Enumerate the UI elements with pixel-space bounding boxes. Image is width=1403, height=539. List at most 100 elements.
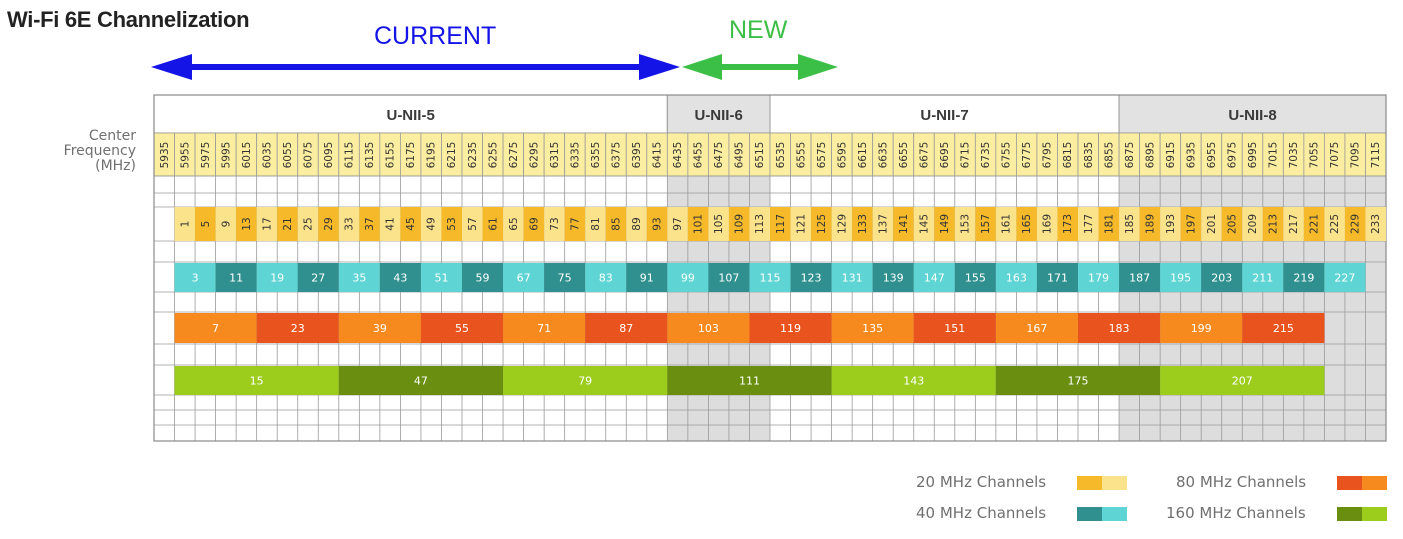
channel-20mhz-label: 209 <box>1247 214 1259 234</box>
current-arrow-head-left <box>151 54 192 80</box>
channel-20mhz-label: 33 <box>344 217 356 230</box>
frequency-label: 6795 <box>1042 142 1054 169</box>
frequency-label: 6135 <box>364 142 376 169</box>
channel-20mhz-block <box>277 207 298 241</box>
channel-40mhz-label: 115 <box>760 272 781 285</box>
channel-20mhz-block <box>852 207 873 241</box>
channel-20mhz-block <box>523 207 545 241</box>
legend-swatch-20mhz <box>1102 476 1127 490</box>
channel-20mhz-block <box>585 207 606 241</box>
channel-40mhz-block <box>1242 263 1284 292</box>
frequency-label: 6335 <box>569 142 581 169</box>
frequency-label: 6355 <box>590 142 602 169</box>
frequency-label: 6895 <box>1144 142 1156 169</box>
channel-80mhz-label: 39 <box>373 322 387 335</box>
channel-40mhz-block <box>1078 263 1120 292</box>
channel-20mhz-block <box>626 207 647 241</box>
channel-160mhz-label: 175 <box>1068 375 1089 388</box>
channel-40mhz-block <box>831 263 873 292</box>
channel-80mhz-block <box>995 313 1078 343</box>
frequency-label: 6075 <box>303 142 315 169</box>
legend-swatch-160mhz <box>1362 507 1387 521</box>
legend-item-20mhz: 20 MHz Channels <box>916 473 1047 491</box>
channel-40mhz-block <box>338 263 380 292</box>
channel-80mhz-label: 135 <box>862 322 883 335</box>
frequency-label: 6195 <box>426 142 438 169</box>
channel-40mhz-label: 187 <box>1129 272 1150 285</box>
channel-40mhz-block <box>1324 263 1366 292</box>
channel-20mhz-label: 133 <box>857 214 869 234</box>
frequency-label: 6115 <box>344 142 356 169</box>
channel-40mhz-label: 3 <box>192 272 199 285</box>
channel-20mhz-block <box>954 207 976 241</box>
channel-20mhz-label: 41 <box>385 217 397 230</box>
frequency-label: 6995 <box>1247 142 1259 169</box>
channel-20mhz-label: 97 <box>672 217 684 230</box>
center-frequency-label: Center Frequency (MHz) <box>40 129 136 174</box>
channel-20mhz-label: 29 <box>323 217 335 230</box>
channel-160mhz-block <box>667 366 832 395</box>
channel-20mhz-block <box>1242 207 1263 241</box>
channel-20mhz-block <box>1201 207 1222 241</box>
channel-20mhz-block <box>770 207 791 241</box>
channel-40mhz-block <box>626 263 668 292</box>
channel-20mhz-label: 89 <box>631 217 643 230</box>
frequency-label: 6635 <box>877 142 889 169</box>
channel-160mhz-block <box>1160 366 1325 395</box>
frequency-label: 6155 <box>385 142 397 169</box>
channel-20mhz-label: 5 <box>200 221 212 228</box>
new-arrow-head-right <box>798 54 838 80</box>
channel-20mhz-block <box>872 207 894 241</box>
channel-20mhz-block <box>1036 207 1058 241</box>
frequency-label: 7095 <box>1350 142 1362 169</box>
channel-80mhz-label: 119 <box>780 322 801 335</box>
band-header-u-nii-7 <box>769 94 1120 134</box>
frequency-label: 6775 <box>1021 142 1033 169</box>
channel-160mhz-block <box>338 366 504 395</box>
channel-40mhz-label: 91 <box>640 272 654 285</box>
channel-20mhz-block <box>708 207 729 241</box>
channel-20mhz-label: 153 <box>960 214 972 234</box>
frequency-label: 6275 <box>508 142 520 169</box>
channel-20mhz-label: 217 <box>1288 214 1300 234</box>
channel-40mhz-block <box>297 263 339 292</box>
frequency-label: 6975 <box>1227 142 1239 169</box>
channel-20mhz-block <box>1365 207 1386 241</box>
channel-20mhz-block <box>1057 207 1078 241</box>
frequency-label: 6295 <box>528 142 540 169</box>
channel-160mhz-label: 143 <box>903 375 924 388</box>
frequency-label: 5975 <box>200 142 212 169</box>
channel-80mhz-label: 183 <box>1109 322 1130 335</box>
channel-40mhz-block <box>420 263 462 292</box>
center-frequency-label-line: Frequency <box>63 143 136 159</box>
band-label: U-NII-8 <box>1228 107 1276 124</box>
channel-80mhz-label: 55 <box>455 322 469 335</box>
channel-80mhz-block <box>1078 313 1161 343</box>
channel-20mhz-label: 53 <box>446 217 458 230</box>
channel-20mhz-label: 65 <box>508 217 520 230</box>
center-frequency-label-line: Center <box>88 128 136 144</box>
channel-80mhz-label: 103 <box>698 322 719 335</box>
channel-40mhz-label: 155 <box>965 272 986 285</box>
channel-40mhz-label: 211 <box>1252 272 1273 285</box>
channel-40mhz-block <box>1160 263 1202 292</box>
legend-swatch-40mhz <box>1102 507 1127 521</box>
channel-20mhz-block <box>379 207 401 241</box>
channel-40mhz-block <box>174 263 216 292</box>
channel-20mhz-label: 93 <box>652 217 664 230</box>
center-frequency-label-line: (MHz) <box>95 158 136 174</box>
channel-40mhz-block <box>215 263 257 292</box>
channel-20mhz-label: 105 <box>713 214 725 234</box>
channel-40mhz-label: 11 <box>229 272 243 285</box>
channel-20mhz-block <box>441 207 462 241</box>
frequency-label: 7055 <box>1309 142 1321 169</box>
channel-80mhz-block <box>1242 313 1325 343</box>
frequency-label: 6535 <box>775 142 787 169</box>
frequency-label: 6875 <box>1124 142 1136 169</box>
frequency-label: 6375 <box>611 142 623 169</box>
channel-40mhz-label: 59 <box>476 272 490 285</box>
channel-20mhz-label: 101 <box>693 214 705 234</box>
channel-20mhz-block <box>338 207 360 241</box>
legend-item-80mhz: 80 MHz Channels <box>1176 473 1307 491</box>
